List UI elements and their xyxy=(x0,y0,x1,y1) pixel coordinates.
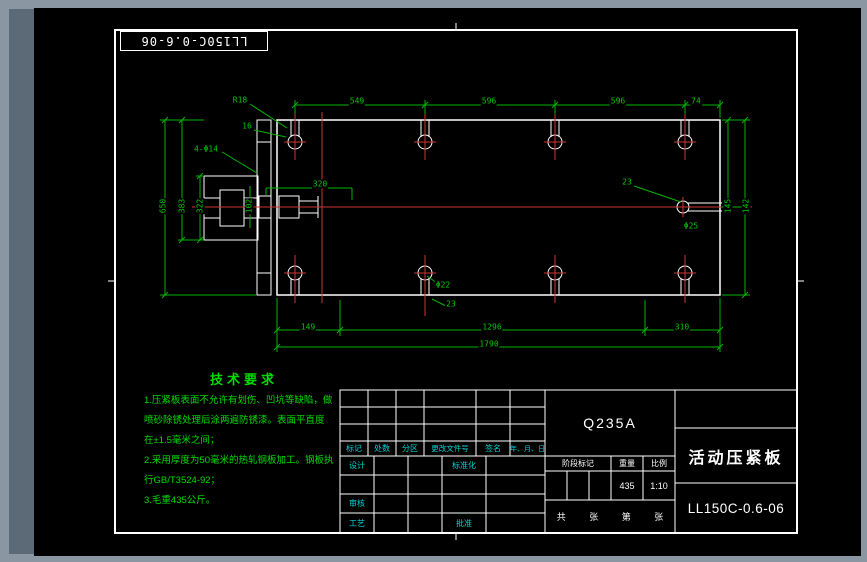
col-count-label: 处数 xyxy=(374,444,390,453)
part-name-cell: 活动压紧板 xyxy=(688,449,784,467)
dim-top-74: 74 xyxy=(690,96,702,106)
tech-requirement-line: 在±1.5毫米之间； xyxy=(144,435,220,446)
stage-mark-label: 阶段标记 xyxy=(562,459,594,468)
role-design-label: 设计 xyxy=(349,461,365,470)
dim-left-322: 322 xyxy=(195,197,205,215)
col-mark-label: 标记 xyxy=(346,444,362,453)
material-cell: Q235A xyxy=(583,415,637,431)
col-zone-label: 分区 xyxy=(402,444,418,453)
sheet-total-label: 共 xyxy=(556,512,566,522)
role-check-label: 审核 xyxy=(349,499,365,508)
dim-top-549: 549 xyxy=(348,96,366,106)
sheet-count-row: 共 张 第 张 xyxy=(545,500,675,533)
dim-right-142: 142 xyxy=(741,197,751,215)
part-number-stamp: LL150C-0.6-06 xyxy=(120,31,268,51)
tech-requirement-line: 1.压紧板表面不允许有划伤、凹坑等缺陷，做 xyxy=(144,395,333,406)
sheet-unit-label: 张 xyxy=(654,512,664,522)
tech-requirement-line: 喷砂除锈处理后涂两遍防锈漆。表面平直度 xyxy=(144,415,325,426)
dim-top-596b: 596 xyxy=(609,96,627,106)
tech-requirement-line: 2.采用厚度为50毫米的热轧钢板加工。钢板执 xyxy=(144,455,334,466)
col-change-doc-label: 更改文件号 xyxy=(431,444,469,453)
weight-label: 重量 xyxy=(619,459,635,468)
sheet-index-label: 第 xyxy=(621,512,631,522)
dim-left-383: 383 xyxy=(177,197,187,215)
dim-bottom-1296: 1296 xyxy=(481,322,503,332)
dim-bottom-total: 1790 xyxy=(478,339,500,349)
tech-requirement-line: 行GB/T3524-92； xyxy=(144,475,221,486)
sheet-unit-label: 张 xyxy=(589,512,599,522)
dim-top-596a: 596 xyxy=(480,96,498,106)
dim-bottom-310: 310 xyxy=(673,322,691,332)
dim-right-tab: Φ25 xyxy=(682,221,700,231)
dim-bottom-149: 149 xyxy=(299,322,317,332)
dim-section-320: 320 xyxy=(311,179,329,189)
window-left-strip xyxy=(9,9,34,554)
tech-requirement-line: 3.毛重435公斤。 xyxy=(144,495,216,506)
scale-value: 1:10 xyxy=(650,480,668,491)
dim-right-145: 145 xyxy=(723,197,733,215)
weight-value: 435 xyxy=(619,480,635,491)
dim-slot-16: 16 xyxy=(241,121,253,131)
role-approve-label: 批准 xyxy=(456,518,472,528)
dim-bottom-hole: Φ22 xyxy=(434,280,452,290)
role-process-label: 工艺 xyxy=(349,518,365,528)
dim-left-650: 650 xyxy=(158,197,168,215)
dim-bottom-23: 23 xyxy=(445,299,457,309)
dim-section-102: 102 xyxy=(244,197,254,215)
role-standardize-label: 标准化 xyxy=(452,461,476,470)
dim-right-23: 23 xyxy=(621,177,633,187)
drawing-number-cell: LL150C-0.6-06 xyxy=(687,500,785,516)
tech-requirements-title: 技术要求 xyxy=(210,372,279,387)
col-signature-label: 签名 xyxy=(485,444,501,453)
tech-requirements-block: 1.压紧板表面不允许有划伤、凹坑等缺陷，做 喷砂除锈处理后涂两遍防锈漆。表面平直… xyxy=(144,391,349,511)
dim-holes-4xd14: 4-Φ14 xyxy=(192,144,220,154)
dim-r18: R18 xyxy=(231,95,249,105)
col-date-label: 年、月、日 xyxy=(510,445,545,453)
scale-label: 比例 xyxy=(651,459,667,468)
